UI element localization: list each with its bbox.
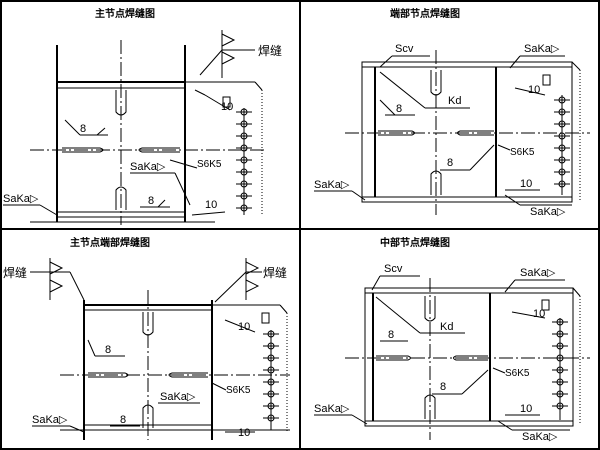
- panel-middle-node: 中部节点焊缝图 Scv SaKa▷ Kd: [314, 236, 590, 443]
- svg-text:S6K5: S6K5: [226, 385, 251, 396]
- svg-text:10: 10: [205, 199, 217, 211]
- svg-text:10: 10: [520, 178, 532, 190]
- svg-text:Kd: Kd: [448, 95, 461, 107]
- panel-main-node: 主节点焊缝图: [3, 7, 282, 225]
- svg-text:SaKa▷: SaKa▷: [530, 206, 566, 218]
- svg-text:焊缝: 焊缝: [3, 265, 27, 280]
- svg-text:10: 10: [238, 321, 250, 333]
- bolt-row: [263, 330, 279, 430]
- left-stiffener: [62, 147, 104, 153]
- panel-main-end-node: 主节点端部焊缝图 焊缝: [3, 236, 290, 440]
- svg-text:焊缝: 焊缝: [258, 43, 282, 58]
- panel-end-node: 端部节点焊缝图 Scv SaKa▷ Kd: [314, 7, 590, 218]
- top-stiffener: [115, 90, 127, 116]
- svg-text:Kd: Kd: [440, 321, 453, 333]
- svg-text:SaKa▷: SaKa▷: [314, 403, 350, 415]
- bolt-row: [236, 108, 252, 215]
- svg-text:8: 8: [396, 103, 402, 115]
- svg-text:8: 8: [447, 157, 453, 169]
- right-stiffener: [138, 147, 180, 153]
- bolt-row: [554, 95, 570, 195]
- svg-text:10: 10: [520, 403, 532, 415]
- panel-title: 主节点焊缝图: [95, 7, 155, 20]
- svg-text:8: 8: [80, 123, 86, 135]
- bottom-stiffener: [115, 186, 127, 210]
- svg-text:S6K5: S6K5: [505, 368, 530, 379]
- svg-text:10: 10: [528, 84, 540, 96]
- svg-text:SaKa▷: SaKa▷: [524, 43, 560, 55]
- svg-text:焊缝: 焊缝: [263, 265, 287, 280]
- svg-text:8: 8: [388, 329, 394, 341]
- svg-text:SaKa▷: SaKa▷: [32, 414, 68, 426]
- svg-text:10: 10: [238, 427, 250, 439]
- svg-text:S6K5: S6K5: [197, 159, 222, 170]
- svg-text:SaKa▷: SaKa▷: [160, 391, 196, 403]
- bolt-row: [552, 318, 568, 420]
- svg-text:Scv: Scv: [395, 43, 414, 55]
- svg-text:S6K5: S6K5: [510, 147, 535, 158]
- frame-outline: [364, 287, 574, 427]
- svg-text:SaKa▷: SaKa▷: [130, 161, 166, 173]
- svg-text:8: 8: [120, 414, 126, 426]
- svg-text:8: 8: [148, 195, 154, 207]
- svg-text:SaKa▷: SaKa▷: [3, 193, 39, 205]
- svg-text:SaKa▷: SaKa▷: [520, 267, 556, 279]
- svg-text:8: 8: [105, 344, 111, 356]
- svg-text:SaKa▷: SaKa▷: [314, 179, 350, 191]
- panel-title: 端部节点焊缝图: [390, 7, 460, 20]
- svg-text:Scv: Scv: [384, 263, 403, 275]
- svg-text:SaKa▷: SaKa▷: [522, 431, 558, 443]
- svg-text:10: 10: [221, 101, 233, 113]
- frame-outline: [361, 61, 573, 203]
- panel-title: 中部节点焊缝图: [380, 236, 450, 249]
- svg-text:8: 8: [440, 381, 446, 393]
- panel-title: 主节点端部焊缝图: [70, 236, 150, 249]
